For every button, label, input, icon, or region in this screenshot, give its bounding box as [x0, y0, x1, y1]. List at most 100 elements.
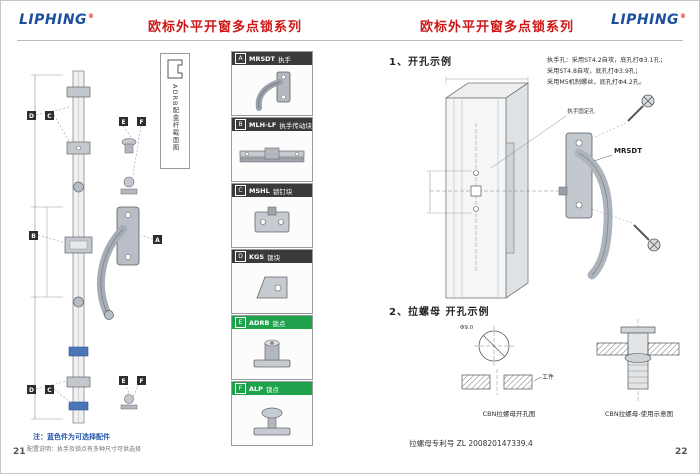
part-code: MSHL: [249, 186, 270, 195]
page-number-right: 22: [675, 447, 688, 457]
workpiece-section-left: [461, 374, 491, 390]
optional-blue-part: [68, 346, 89, 357]
svg-text:F: F: [139, 119, 143, 126]
brand-logo-right: LIPHING®: [611, 12, 687, 28]
part-header: E ADRB 锁点: [232, 316, 312, 329]
lock-block: [66, 376, 91, 388]
part-letter: B: [235, 119, 246, 130]
part-header: B MLH-LF 执手传动块: [232, 118, 312, 131]
plate-section-right: [647, 342, 680, 356]
lock-block-illustration: [256, 276, 288, 299]
part-header: C MSHL 锁钉块: [232, 184, 312, 197]
screw-hole: [473, 170, 479, 176]
part-image-handle: [232, 65, 312, 115]
configuration-note: 配置说明：执手及锁点有多种尺寸可供选择: [27, 446, 142, 453]
part-header: D KGS 锁块: [232, 250, 312, 263]
parts-list: A MRSDT 执手 B MLH-LF 执手传动块: [231, 51, 313, 447]
badge-c2: C: [45, 385, 54, 394]
handle-model-label: MRSDT: [614, 147, 642, 155]
roller-point-illustration: [253, 339, 291, 368]
part-name: 锁钉块: [272, 187, 293, 196]
rivet-nut-hole-diagram: Φ9.0 工件: [460, 325, 554, 395]
screw-top: [585, 94, 655, 142]
part-code: MLH-LF: [249, 120, 277, 129]
screw-hole: [473, 206, 479, 212]
part-letter: E: [235, 317, 246, 328]
part-image-drive-bar: [232, 131, 312, 181]
badge-a: A: [153, 235, 162, 244]
part-header: F ALP 锁点: [232, 382, 312, 395]
part-image-pin-block: [232, 197, 312, 247]
part-image-roller-point: [232, 329, 312, 379]
optional-parts-note: 注：蓝色件为可选择配件: [33, 433, 110, 441]
brand-name: LIPHING: [19, 12, 88, 28]
part-letter: C: [235, 185, 246, 196]
workpiece-section-right: [503, 374, 533, 390]
svg-text:E: E: [121, 378, 125, 385]
page-number-left: 21: [13, 447, 26, 457]
part-box-f: F ALP 锁点: [231, 381, 313, 446]
svg-text:E: E: [121, 119, 125, 126]
part-box-b: B MLH-LF 执手传动块: [231, 117, 313, 182]
part-letter: F: [235, 383, 246, 394]
nut-flange: [620, 326, 656, 334]
mushroom-point-illustration: [253, 407, 291, 436]
drill-note-line3: 采用M5机制螺丝，底孔打Φ4.2孔。: [547, 79, 646, 87]
fig2-caption: CBN拉螺母-使用示意图: [604, 410, 674, 418]
hole-diameter-label: Φ9.0: [460, 325, 474, 331]
drive-bar-illustration: [239, 147, 305, 163]
part-box-a: A MRSDT 执手: [231, 51, 313, 116]
adrb-crosssection-box: ADRB配盒杆截面图: [160, 53, 190, 169]
drilling-example-drawing: MRSDT 执手固定孔: [426, 76, 661, 299]
handle-hole-callout: 执手固定孔: [567, 107, 595, 115]
part-code: KGS: [249, 252, 265, 261]
svg-text:F: F: [139, 378, 143, 385]
svg-text:C: C: [47, 113, 52, 120]
handle-illustration: [255, 71, 291, 111]
svg-text:A: A: [155, 237, 160, 244]
part-image-mushroom-point: [232, 395, 312, 445]
part-name: 执手传动块: [279, 121, 312, 130]
part-image-lock-block: [232, 263, 312, 313]
left-page-title: 欧标外平开窗多点锁系列: [147, 20, 302, 35]
screw-bottom: [585, 206, 661, 252]
drill-hole-circle: [478, 330, 510, 362]
badge-c: C: [45, 111, 54, 120]
drilling-notes: 执手孔：采用ST4.2自攻，底孔打Φ3.1孔； 采用ST4.8自攻，底孔打Φ3.…: [547, 55, 693, 88]
channel-crosssection-icon: [167, 59, 183, 79]
nut-bulge: [624, 353, 652, 363]
optional-blue-part: [68, 401, 89, 411]
part-code: ALP: [249, 384, 263, 393]
rivet-nut-usage-diagram: [596, 319, 680, 401]
part-name: 锁点: [272, 319, 286, 328]
right-page-title: 欧标外平开窗多点锁系列: [419, 20, 574, 35]
patent-number: 拉螺母专利号 ZL 200820147339.4: [409, 439, 533, 448]
lock-bar-strip: [505, 142, 515, 254]
part-code: ADRB: [249, 318, 270, 327]
badge-f: F: [137, 117, 146, 126]
end-bracket: [66, 86, 91, 98]
part-box-d: D KGS 锁块: [231, 249, 313, 314]
brand-name: LIPHING: [611, 12, 680, 28]
part-letter: D: [235, 251, 246, 262]
part-box-e: E ADRB 锁点: [231, 315, 313, 380]
roller-cam: [73, 181, 84, 193]
svg-text:B: B: [31, 233, 36, 240]
spindle-hole: [470, 185, 482, 197]
svg-text:D: D: [29, 113, 34, 120]
roller-lock-point: [123, 176, 135, 188]
roller-cam: [73, 296, 84, 308]
section1-heading: 1、开孔示例: [389, 57, 452, 68]
drill-note-line2: 采用ST4.8自攻，底孔打Φ3.9孔；: [547, 68, 642, 76]
part-header: A MRSDT 执手: [232, 52, 312, 65]
brand-logo-left: LIPHING®: [19, 12, 95, 28]
part-letter: A: [235, 53, 246, 64]
part-code: MRSDT: [249, 54, 275, 63]
drill-note-line1: 执手孔：采用ST4.2自攻，底孔打Φ3.1孔；: [547, 57, 666, 64]
workpiece-label: 工件: [542, 373, 554, 381]
part-name: 锁点: [265, 385, 279, 394]
fig1-caption: CBN拉螺母开孔图: [482, 410, 536, 418]
badge-e2: E: [119, 376, 128, 385]
part-name: 执手: [277, 55, 291, 64]
